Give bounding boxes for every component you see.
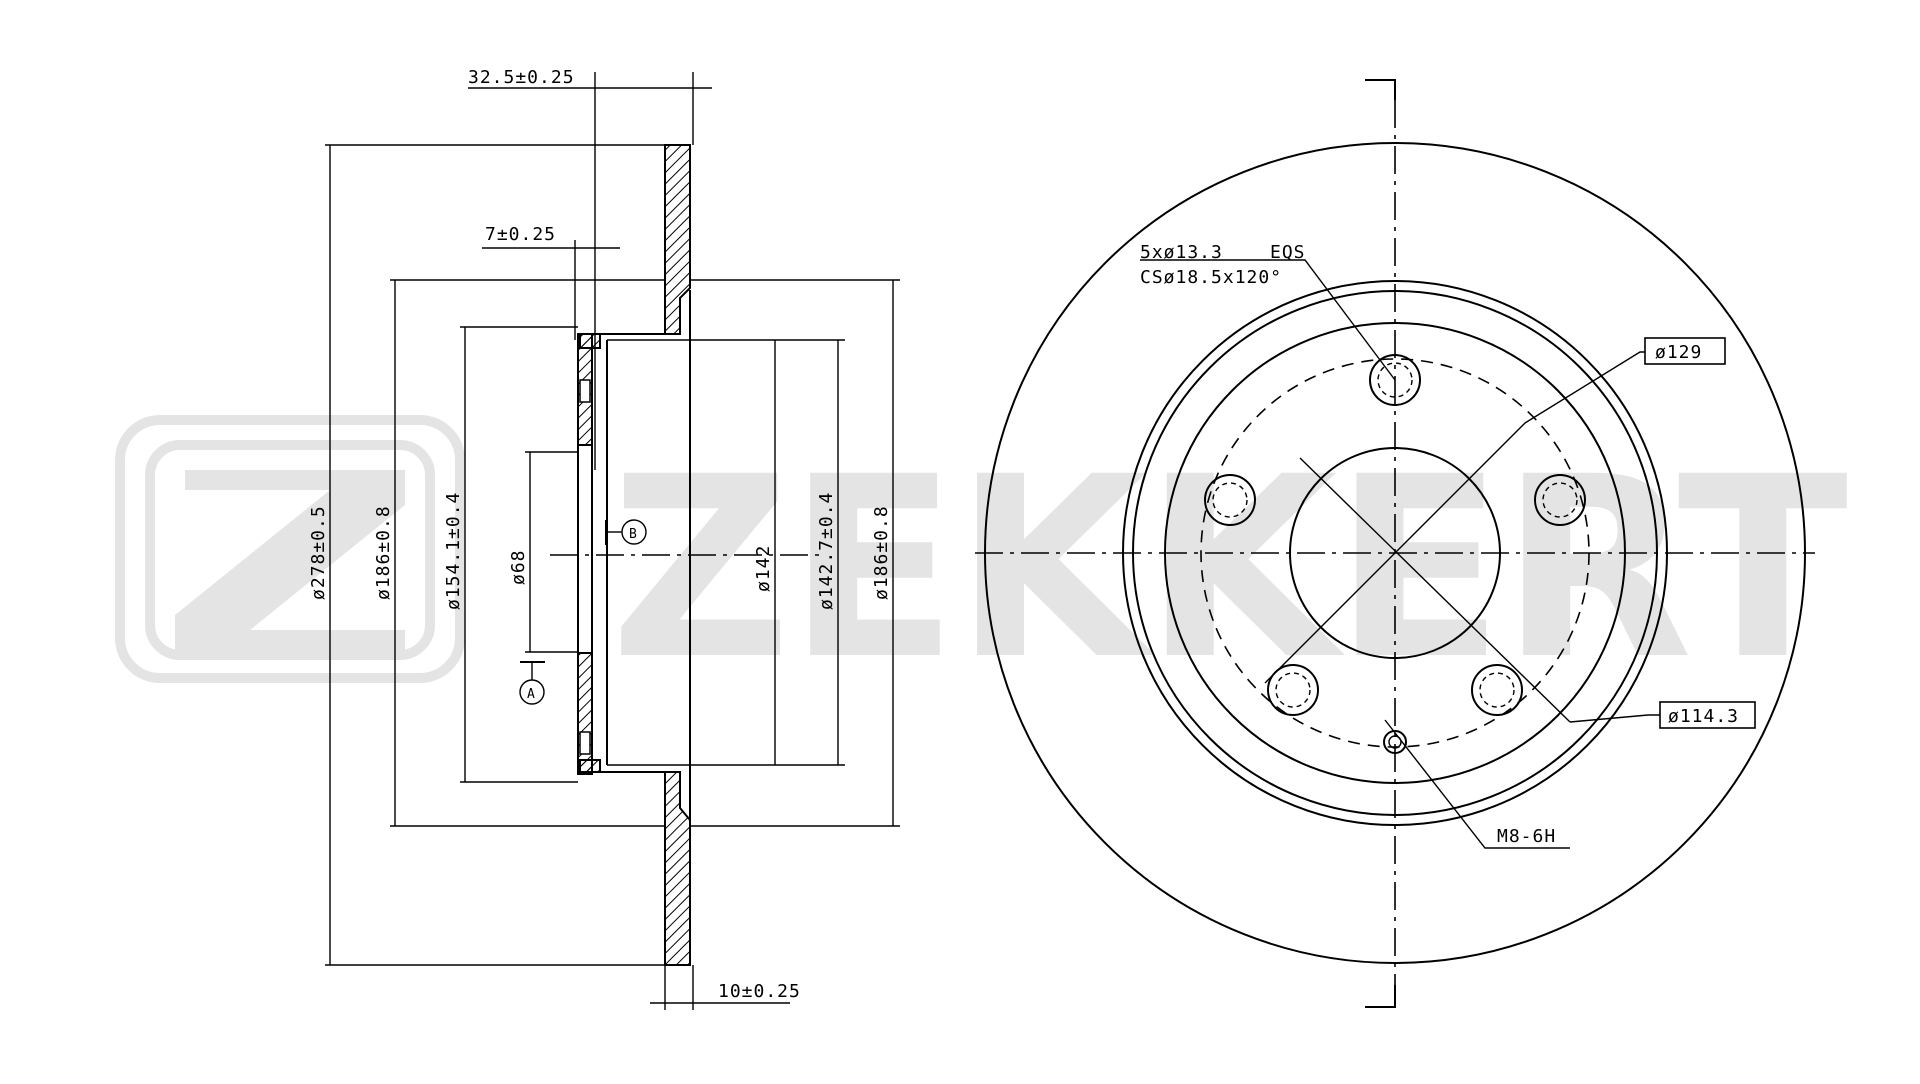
bolt-hole-3 <box>1471 664 1523 716</box>
watermark-brand: ZEKKERT <box>610 423 1848 714</box>
side-view: 32.5±0.25 7±0.25 10±0.25 ø278±0.5 ø186±0… <box>308 67 900 1010</box>
datum-a-symbol <box>519 679 545 705</box>
dim-hat-outer: ø154.1±0.4 <box>443 492 464 610</box>
bolt-hole-section-top <box>579 379 591 403</box>
leader-thread <box>1384 719 1570 849</box>
section-mark-top <box>1365 79 1396 100</box>
disc-section-lower <box>579 759 691 966</box>
dim-disc-thickness: 10±0.25 <box>718 981 801 1002</box>
callout-bolt-holes: 5xø13.3 <box>1140 242 1223 263</box>
callout-thread: M8-6H <box>1497 826 1556 847</box>
front-view: 5xø13.3 EQS CSø18.5x120° ø129 ø114.3 M8-… <box>975 79 1815 1008</box>
dim-friction-inner-right: ø186±0.8 <box>871 505 892 600</box>
callout-129: ø129 <box>1655 342 1702 363</box>
datum-b-label: B <box>629 527 638 542</box>
callout-pitch-circle: ø114.3 <box>1668 706 1739 727</box>
dim-friction-inner: ø186±0.8 <box>373 505 394 600</box>
bolt-hole-2 <box>1534 474 1586 526</box>
dim-offset: 32.5±0.25 <box>468 67 575 88</box>
watermark-logo-inner <box>145 440 435 660</box>
bolt-hole-section-bottom <box>579 731 591 755</box>
callout-129-box <box>1644 337 1726 365</box>
datum-a-label: A <box>527 687 536 702</box>
watermark-logo-frame <box>115 415 465 683</box>
callout-countersink: CSø18.5x120° <box>1140 267 1282 288</box>
callout-114-box <box>1659 701 1756 729</box>
section-mark-bottom <box>1365 985 1396 1008</box>
center-bore-gap <box>577 444 593 654</box>
datum-b-symbol <box>621 519 647 545</box>
dim-center-bore: ø68 <box>508 549 529 585</box>
dim-hat-inner-tol: ø142.7±0.4 <box>816 492 837 610</box>
dim-hat-inner: ø142 <box>753 545 774 592</box>
disc-section-upper <box>579 144 691 349</box>
bolt-hole-5 <box>1204 474 1256 526</box>
dim-hat-thickness: 7±0.25 <box>485 224 556 245</box>
watermark-z-mark <box>175 470 405 650</box>
bolt-hole-4 <box>1267 664 1319 716</box>
diagonal-129 <box>1264 422 1526 684</box>
leader-bolt-holes <box>1140 259 1396 381</box>
leader-114 <box>1569 714 1665 723</box>
callout-eqs: EQS <box>1270 242 1306 263</box>
diagonal-114 <box>1299 457 1571 723</box>
dim-outer-diameter: ø278±0.5 <box>308 505 329 600</box>
